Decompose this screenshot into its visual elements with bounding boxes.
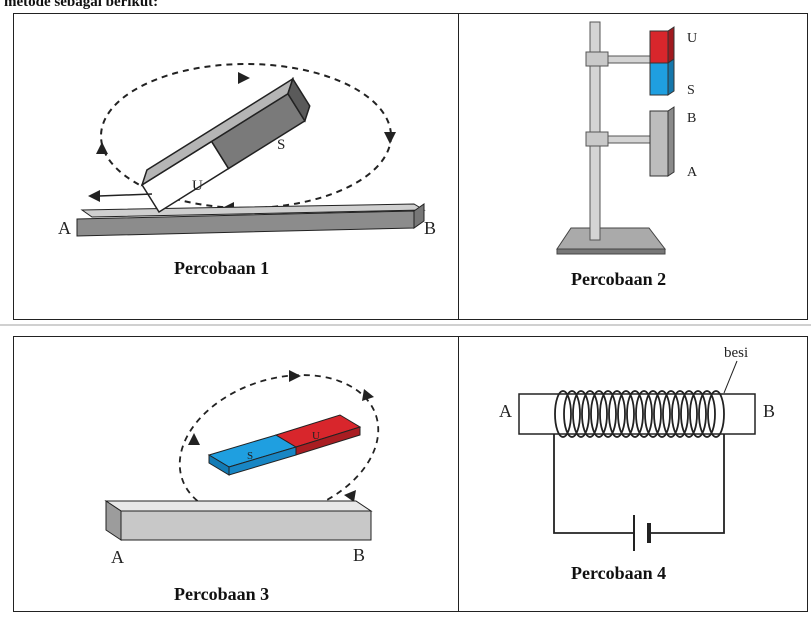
label-end-b: B <box>763 401 775 421</box>
experiment-3-diagram: S U A B <box>104 370 380 567</box>
label-pole-north: U <box>312 430 320 442</box>
bottom-panel: S U A B Percobaan 3 <box>13 336 808 612</box>
experiment-3-cell: S U A B Percobaan 3 <box>14 337 458 611</box>
label-pole-north: U <box>687 31 697 46</box>
label-end-b: B <box>687 111 696 126</box>
experiment-1-diagram: U S A B <box>58 63 436 238</box>
motion-arrow <box>98 193 153 197</box>
orbit-arrow-top <box>238 72 250 84</box>
upper-clamp-block <box>585 51 609 67</box>
bar-magnet-1 <box>140 77 311 214</box>
upper-clamp-arm <box>607 55 651 64</box>
hanging-magnet-south-side <box>667 58 675 96</box>
experiment-1-caption: Percobaan 1 <box>174 258 270 278</box>
top-panel: U S A B Percobaan 1 <box>13 13 808 320</box>
intro-text: metode sebagai berikut: <box>4 0 159 10</box>
hanging-magnet-north <box>649 30 669 64</box>
iron-bar-top <box>104 500 373 512</box>
label-pole-north: U <box>192 178 203 194</box>
orbit-arrow-top <box>289 370 301 382</box>
label-pole-south: S <box>687 83 695 98</box>
circuit-wire-left <box>553 434 634 534</box>
label-pole-south: S <box>277 137 285 153</box>
experiment-2-caption: Percobaan 2 <box>571 269 667 289</box>
hanging-magnet-north-side <box>667 26 675 64</box>
orbit-arrow-left <box>188 433 200 445</box>
test-iron-bar <box>649 110 669 177</box>
lower-clamp-block <box>585 131 609 147</box>
label-end-a: A <box>499 401 512 421</box>
lower-clamp-arm <box>607 135 651 144</box>
stand-pole <box>589 21 601 241</box>
label-end-a: A <box>687 165 698 180</box>
experiment-2-diagram: U S B A <box>556 21 698 255</box>
panel-separator <box>0 324 811 326</box>
bar-magnet-3 <box>207 414 362 476</box>
bottom-divider <box>458 337 459 611</box>
iron-bar-end <box>413 203 425 229</box>
coil <box>554 390 725 438</box>
motion-arrowhead <box>88 190 100 202</box>
orbit-arrow-right <box>362 389 374 401</box>
experiment-2-cell: U S B A Percobaan 2 <box>459 14 807 319</box>
label-end-a: A <box>111 547 124 567</box>
magnet-end-face <box>287 77 311 123</box>
hanging-magnet-south <box>649 62 669 96</box>
label-end-b: B <box>353 545 365 565</box>
material-pointer <box>723 360 738 394</box>
stand-base <box>556 227 667 250</box>
label-pole-south: S <box>247 450 253 462</box>
experiment-1-cell: U S A B Percobaan 1 <box>14 14 458 319</box>
orbit-arrow-bottom <box>344 490 356 502</box>
iron-bar-front <box>120 510 372 541</box>
stand-base-front <box>556 248 666 255</box>
circuit-wire-right <box>649 434 725 534</box>
test-iron-bar-side <box>667 106 675 177</box>
experiment-4-cell: A B besi Percobaan 4 <box>459 337 807 611</box>
label-end-b: B <box>424 218 436 238</box>
label-material: besi <box>724 345 748 361</box>
experiment-4-caption: Percobaan 4 <box>571 563 667 583</box>
experiment-4-diagram: A B besi <box>499 345 775 551</box>
label-end-a: A <box>58 218 71 238</box>
top-divider <box>458 14 459 319</box>
experiment-3-caption: Percobaan 3 <box>174 584 270 604</box>
magnet-north-front <box>295 426 361 456</box>
orbit-arrow-left <box>96 142 108 154</box>
orbit-arrow-right <box>384 132 396 144</box>
